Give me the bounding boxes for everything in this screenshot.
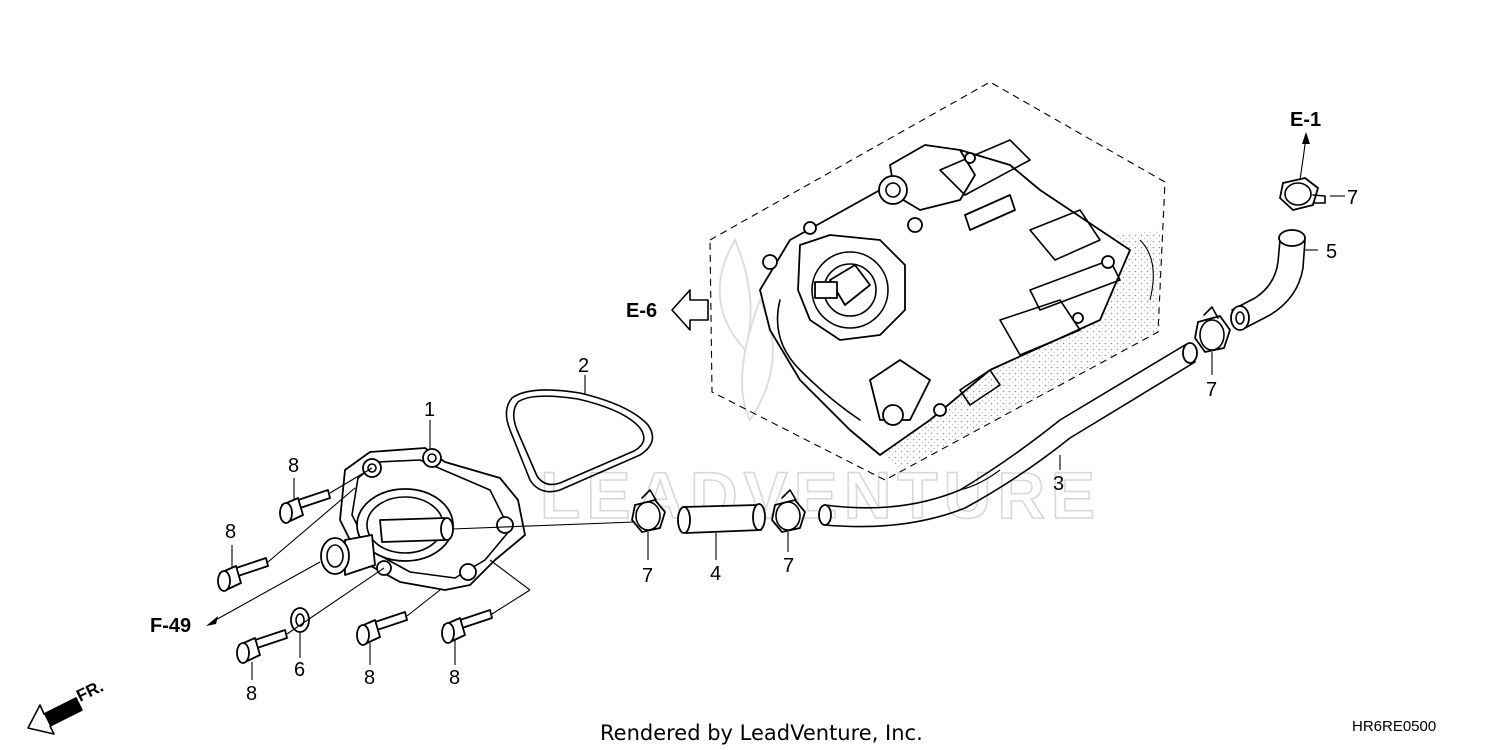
footer: Rendered by LeadVenture, Inc. HR6RE0500 (600, 718, 1436, 745)
footer-credit: Rendered by LeadVenture, Inc. (600, 721, 923, 745)
water-pump-cover[interactable] (320, 447, 526, 591)
watermark-flame-logo (718, 237, 774, 422)
reference-f49: F-49 (150, 615, 191, 637)
diagram-code: HR6RE0500 (1352, 718, 1436, 735)
hose-clamp-pipe-upper[interactable] (1194, 306, 1231, 353)
flange-bolt-e[interactable] (441, 609, 493, 644)
callout-8-d: 8 (364, 667, 375, 689)
reference-labels: E-1 E-6 F-49 (150, 109, 1321, 637)
water-pipe[interactable] (818, 342, 1198, 528)
callout-6: 6 (294, 659, 305, 681)
flange-bolt-d[interactable] (356, 611, 408, 646)
front-direction-arrow: FR. (27, 677, 106, 735)
callout-labels: 1 2 3 4 5 6 7 7 7 7 8 8 8 8 8 (225, 187, 1358, 705)
reference-arrow-e6 (671, 289, 709, 331)
callout-3: 3 (1053, 473, 1064, 495)
callout-1: 1 (424, 399, 435, 421)
flange-bolt-a[interactable] (279, 489, 331, 524)
reference-e6: E-6 (626, 300, 657, 322)
water-hose-bent[interactable] (1230, 229, 1306, 331)
callout-7-top: 7 (1347, 187, 1358, 209)
callout-2: 2 (578, 355, 589, 377)
reference-e1: E-1 (1290, 109, 1321, 131)
callout-4: 4 (710, 563, 721, 585)
engine-crankcase-reference (709, 81, 1166, 481)
water-hose-short[interactable] (677, 503, 766, 534)
flange-bolt-c[interactable] (236, 629, 288, 664)
leader-lines (206, 132, 1345, 680)
callout-8-a: 8 (288, 455, 299, 477)
callout-7-pump-side: 7 (642, 565, 653, 587)
callout-8-e: 8 (449, 667, 460, 689)
hose-clamp-pump-side[interactable] (631, 489, 666, 533)
callout-8-b: 8 (225, 521, 236, 543)
hose-clamp-pipe-side[interactable] (771, 489, 806, 533)
sealing-washer[interactable] (290, 607, 310, 633)
hose-clamp-top[interactable] (1279, 177, 1326, 211)
callout-7-pipe-side: 7 (783, 555, 794, 577)
gasket-o-ring[interactable] (505, 389, 654, 493)
callout-7-pipe-upper: 7 (1206, 379, 1217, 401)
callout-5: 5 (1326, 241, 1337, 263)
flange-bolt-b[interactable] (217, 557, 269, 592)
callout-8-c: 8 (246, 683, 257, 705)
